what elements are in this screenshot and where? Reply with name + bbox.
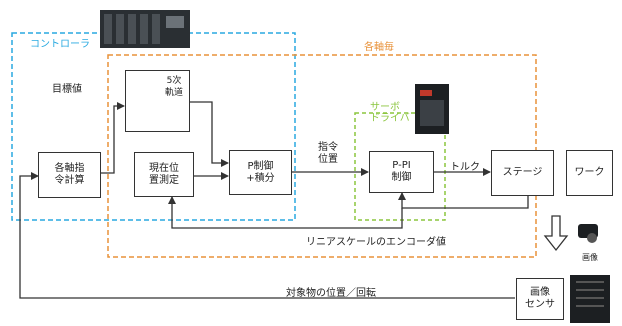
position-measure-block: 現在位 置測定	[134, 152, 194, 197]
camera-label: 画像	[582, 253, 598, 262]
controller-region-label: コントローラ	[30, 39, 90, 50]
servo-region-label: サーボ ドライバ	[370, 102, 410, 124]
target-value-label: 目標値	[52, 84, 82, 95]
arrow-profile-to-pi	[190, 101, 229, 167]
camera-image	[578, 224, 598, 243]
arrow-calc-to-profile	[101, 102, 125, 174]
torque-label: トルク	[450, 162, 480, 173]
image-sensor-block: 画像 センサ	[516, 278, 564, 320]
pi-control-block: P制御 +積分	[229, 150, 292, 195]
servo-region	[354, 112, 446, 221]
workpiece-block: ワーク	[566, 150, 613, 196]
axis-region-label: 各軸毎	[364, 42, 394, 53]
object-position-label: 対象物の位置／回転	[286, 288, 376, 299]
servo-driver-image	[415, 84, 449, 134]
arrow-encoder-to-measure	[168, 196, 403, 229]
arrow-sensor-to-calc	[19, 172, 515, 299]
sensor-hardware-image	[570, 275, 610, 323]
arrow-feedback-to-ppi	[398, 192, 529, 209]
controller-hardware-image	[100, 10, 190, 48]
axis-calc-block: 各軸指 令計算	[38, 152, 101, 198]
controller-region	[11, 32, 296, 221]
p-pi-control-block: P-PI 制御	[369, 151, 434, 193]
command-position-label: 指令 位置	[318, 142, 338, 165]
encoder-value-label: リニアスケールのエンコーダ値	[306, 237, 446, 248]
profile-label: 5次 軌道	[164, 76, 183, 98]
hollow-down-arrow	[543, 215, 569, 252]
stage-block: ステージ	[491, 150, 554, 196]
profile-block: 5次 軌道	[125, 70, 190, 132]
